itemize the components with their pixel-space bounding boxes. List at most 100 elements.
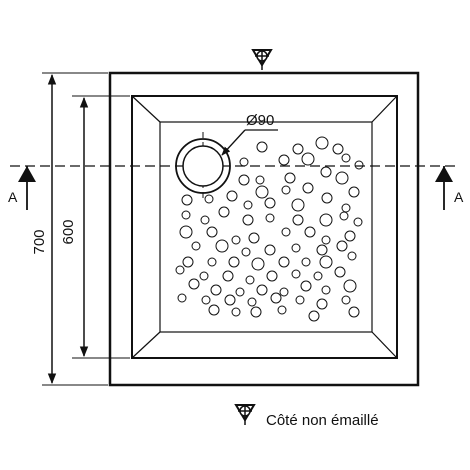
anti-slip-dot	[256, 141, 268, 153]
anti-slip-dot	[341, 153, 351, 163]
anti-slip-dot	[295, 295, 305, 305]
anti-slip-dot	[200, 215, 210, 225]
anti-slip-dot	[191, 241, 201, 251]
anti-slip-dot	[215, 239, 229, 253]
dimension-600: 600	[60, 95, 130, 359]
anti-slip-dot	[335, 171, 349, 185]
anti-slip-dot	[332, 143, 344, 155]
anti-slip-dots	[175, 136, 364, 322]
anti-slip-dot	[181, 210, 191, 220]
drain-diameter-label: Ø90	[246, 112, 274, 129]
anti-slip-dot	[319, 213, 333, 227]
anti-slip-dot	[354, 160, 364, 170]
dimension-700: 700	[31, 72, 108, 386]
anti-slip-dot	[204, 194, 214, 204]
anti-slip-dot	[284, 172, 296, 184]
basin-edge	[131, 95, 398, 359]
anti-slip-dot	[235, 287, 245, 297]
anti-slip-dot	[339, 211, 349, 221]
legend-triangle-cross-icon	[234, 404, 256, 425]
anti-slip-dot	[321, 235, 331, 245]
anti-slip-dot	[278, 154, 290, 166]
anti-slip-dot	[277, 305, 287, 315]
anti-slip-dot	[313, 271, 323, 281]
section-marker-left: A	[8, 166, 36, 210]
anti-slip-dot	[238, 174, 250, 186]
anti-slip-dot	[320, 166, 332, 178]
anti-slip-dot	[177, 293, 187, 303]
anti-slip-dot	[348, 306, 360, 318]
anti-slip-dot	[264, 197, 276, 209]
anti-slip-dot	[182, 256, 194, 268]
anti-slip-dot	[245, 275, 255, 285]
anti-slip-dot	[304, 226, 316, 238]
anti-slip-dot	[226, 190, 238, 202]
anti-slip-dot	[188, 278, 200, 290]
anti-slip-dot	[250, 306, 262, 318]
dimension-600-label: 600	[60, 219, 77, 244]
anti-slip-dot	[316, 298, 328, 310]
anti-slip-dot	[231, 235, 241, 245]
anti-slip-dot	[292, 214, 304, 226]
anti-slip-dot	[301, 257, 311, 267]
anti-slip-dot	[270, 292, 282, 304]
anti-slip-dot	[208, 304, 220, 316]
anti-slip-dot	[199, 271, 209, 281]
anti-slip-dot	[315, 136, 329, 150]
section-marker-right: A	[435, 166, 464, 210]
anti-slip-dot	[319, 255, 333, 269]
anti-slip-dot	[255, 175, 265, 185]
anti-slip-dot	[255, 185, 269, 199]
anti-slip-dot	[206, 226, 218, 238]
anti-slip-dot	[266, 270, 278, 282]
anti-slip-dot	[347, 251, 357, 261]
anti-slip-dot	[278, 256, 290, 268]
anti-slip-dot	[291, 243, 301, 253]
anti-slip-dot	[175, 265, 185, 275]
anti-slip-dot	[301, 152, 315, 166]
anti-slip-dot	[222, 270, 234, 282]
anti-slip-dot	[353, 217, 363, 227]
anti-slip-dot	[210, 284, 222, 296]
anti-slip-dot	[247, 297, 257, 307]
anti-slip-dot	[207, 257, 217, 267]
dimension-700-label: 700	[31, 229, 48, 254]
anti-slip-dot	[336, 240, 348, 252]
tray-outer-edge	[108, 71, 420, 387]
anti-slip-dot	[343, 279, 357, 293]
drain	[175, 138, 231, 194]
anti-slip-dot	[218, 206, 230, 218]
legend-text: Côté non émaillé	[266, 412, 379, 429]
anti-slip-dot	[341, 295, 351, 305]
bevel-lines	[131, 95, 398, 359]
anti-slip-dot	[243, 200, 253, 210]
anti-slip-dot	[321, 192, 333, 204]
anti-slip-dot	[279, 287, 289, 297]
anti-slip-dot	[334, 266, 346, 278]
section-label-left: A	[8, 189, 18, 205]
anti-slip-dot	[228, 256, 240, 268]
section-label-right: A	[454, 189, 464, 205]
anti-slip-dot	[251, 257, 265, 271]
anti-slip-dot	[308, 310, 320, 322]
anti-slip-dot	[179, 225, 193, 239]
legend: Côté non émaillé	[234, 404, 379, 429]
anti-slip-dot	[281, 227, 291, 237]
anti-slip-dot	[302, 182, 314, 194]
anti-slip-dot	[256, 284, 268, 296]
anti-slip-dot	[181, 194, 193, 206]
anti-slip-dot	[241, 247, 251, 257]
anti-slip-dot	[316, 244, 328, 256]
anti-slip-dot	[300, 280, 312, 292]
anti-slip-dot	[344, 230, 356, 242]
anti-slip-dot	[231, 307, 241, 317]
anti-slip-dot	[201, 295, 211, 305]
anti-slip-dot	[239, 157, 249, 167]
anti-slip-dot	[224, 294, 236, 306]
anti-slip-dot	[281, 185, 291, 195]
anti-slip-dot	[341, 203, 351, 213]
anti-slip-dot	[264, 244, 276, 256]
anti-slip-dot	[291, 269, 301, 279]
anti-slip-dot	[292, 143, 304, 155]
triangle-cross-icon	[251, 49, 273, 70]
